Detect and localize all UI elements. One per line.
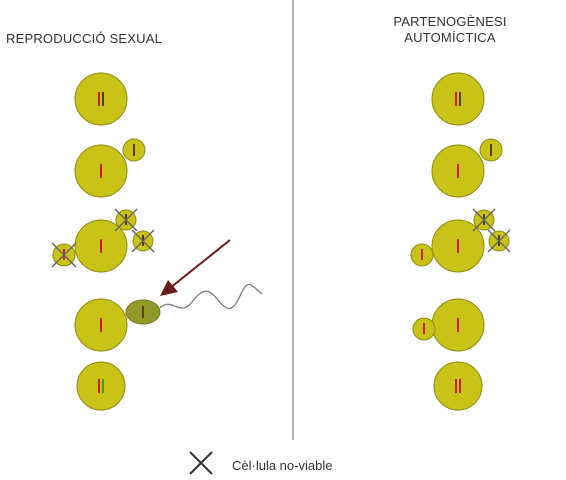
title-right: PARTENOGÈNESI AUTOMÍCTICA (352, 14, 548, 46)
right-polar-body-4 (412, 317, 436, 341)
right-cell-4 (431, 298, 485, 352)
left-cell-3 (74, 219, 128, 273)
x-cross-icon (472, 208, 511, 253)
right-cell-3 (431, 219, 485, 273)
right-polar-body-2 (479, 138, 503, 162)
left-cell-5 (76, 361, 126, 411)
title-left: REPRODUCCIÓ SEXUAL (6, 31, 163, 46)
legend-label: Cèl·lula no-viable (232, 458, 333, 473)
title-right-line1: PARTENOGÈNESI (393, 14, 507, 29)
x-cross-icon (51, 208, 155, 268)
left-cell-1 (74, 72, 128, 126)
left-cell-2 (74, 144, 128, 198)
right-cell-1 (431, 72, 485, 126)
sperm-head (125, 299, 161, 325)
arrow (160, 239, 231, 296)
title-right-line2: AUTOMÍCTICA (404, 30, 496, 45)
x-cross-icon (189, 451, 213, 475)
right-polar-body-3a (410, 243, 434, 267)
right-cell-5 (433, 361, 483, 411)
sperm-tail (159, 283, 263, 310)
left-polar-body-2 (122, 138, 146, 162)
right-cell-2 (431, 144, 485, 198)
left-cell-4 (74, 298, 128, 352)
